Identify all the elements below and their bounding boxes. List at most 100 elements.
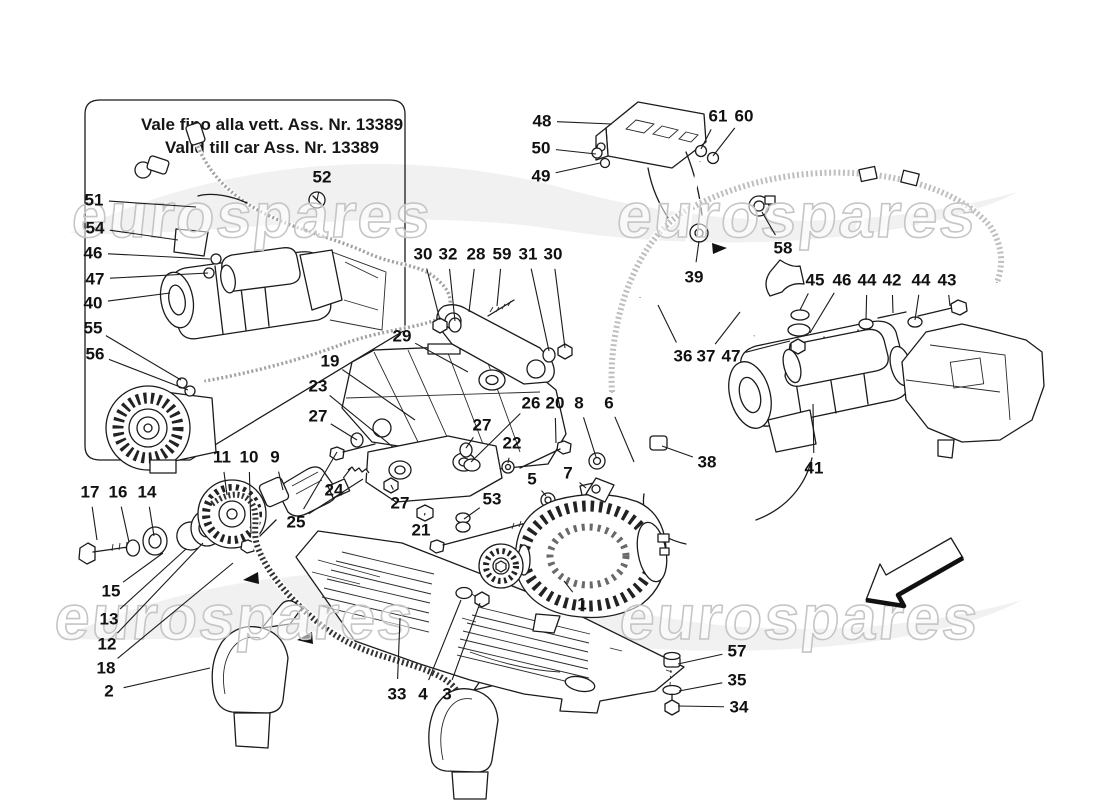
part-label-9: 9 [270,448,279,467]
nut-30b [557,343,573,360]
bolt-17-head [78,542,96,565]
starter-motor-inset [159,247,387,340]
part-label-8: 8 [574,394,583,413]
leader-line-6 [614,416,635,463]
leader-line-46 [809,292,835,334]
part-label-30: 30 [544,245,563,264]
leader-line-4 [428,599,462,681]
washer-35 [662,684,682,696]
leader-line-38 [661,445,694,458]
part-label-50: 50 [532,139,551,158]
leader-line-51 [108,200,197,208]
leader-line-27 [390,484,394,490]
leader-line-55 [105,335,182,381]
top-mounting-bracket [591,101,720,219]
leader-line-18 [117,562,234,659]
circlip-13 [176,521,199,551]
leader-line-47 [109,272,209,279]
leader-line-58 [761,211,776,236]
part-label-35: 35 [728,671,747,690]
part-label-49: 49 [532,167,551,186]
part-label-33: 33 [388,685,407,704]
part-label-51: 51 [85,191,104,210]
part-label-45: 45 [806,271,825,290]
leader-line-36 [657,304,677,343]
part-label-34: 34 [730,698,749,717]
heat-shield [901,323,1045,459]
leader-line-54 [109,229,179,241]
part-label-23: 23 [309,377,328,396]
leader-line-47 [745,340,791,353]
part-label-25: 25 [287,513,306,532]
leader-line-31 [530,268,550,352]
leader-line-40 [107,292,171,302]
leader-line-13 [119,548,187,610]
bolt-head-20 [556,440,572,455]
part-label-11: 11 [213,448,231,467]
part-label-2: 2 [104,682,113,701]
part-label-26: 26 [522,394,541,413]
leader-line-61 [700,129,712,150]
hoses-and-cables [607,161,1006,545]
leader-line-44 [865,294,868,321]
leader-line-60 [712,127,736,157]
washer-16 [125,539,141,557]
bolt-head-27 [329,446,345,461]
leader-line-7 [579,482,587,489]
direction-arrow [865,537,965,609]
leader-line-42 [891,294,894,314]
note-line-2: Valid till car Ass. Nr. 13389 [165,138,379,157]
watermark-text: eurospares [616,583,983,653]
leader-line-27 [330,423,358,441]
leader-line-32 [449,268,456,322]
leader-line-50 [555,149,597,155]
washer-27b [459,442,473,458]
part-label-58: 58 [774,239,793,258]
part-label-56: 56 [86,345,105,364]
cable-clamp-38 [649,435,668,451]
part-label-55: 55 [84,319,103,338]
flow-arrow-small [712,243,727,254]
stud-42 [877,311,907,319]
watermark-text: eurospares [69,181,436,251]
belt-direction-arrow [243,572,259,584]
part-label-3: 3 [442,685,451,704]
washer-31 [542,347,556,363]
part-label-36: 36 [674,347,693,366]
part-label-44: 44 [912,271,931,290]
leader-line-39 [695,240,700,263]
alternator-inset [105,377,217,474]
alternator-main [455,477,670,634]
clamp-8 [588,452,606,470]
part-label-60: 60 [735,107,754,126]
part-label-44: 44 [858,271,877,290]
part-label-52: 52 [313,168,332,187]
leader-line-35 [678,682,723,692]
part-label-61: 61 [709,107,728,126]
nut-30 [432,317,448,334]
leader-line-44 [914,294,920,321]
leader-line-17 [91,506,98,541]
part-label-5: 5 [527,470,536,489]
leader-line-1 [563,580,574,593]
leader-line-26 [470,413,521,463]
part-label-39: 39 [685,268,704,287]
watermark-layer: eurospares eurospares eurospares eurospa… [51,180,985,653]
hose-clamp-58 [748,195,770,217]
cover-hole [564,675,596,693]
part-label-24: 24 [325,481,344,500]
part-label-32: 32 [439,245,458,264]
part-label-53: 53 [483,490,502,509]
leader-line-27 [465,436,474,449]
part-label-43: 43 [938,271,957,290]
part-label-14: 14 [138,483,157,502]
cover-fastener-stack [662,651,682,716]
leader-line-30 [554,268,566,349]
part-label-6: 6 [604,394,613,413]
part-label-4: 4 [418,685,428,704]
leader-line-22 [507,457,510,464]
part-label-47: 47 [86,270,105,289]
leader-line-57 [677,653,723,665]
